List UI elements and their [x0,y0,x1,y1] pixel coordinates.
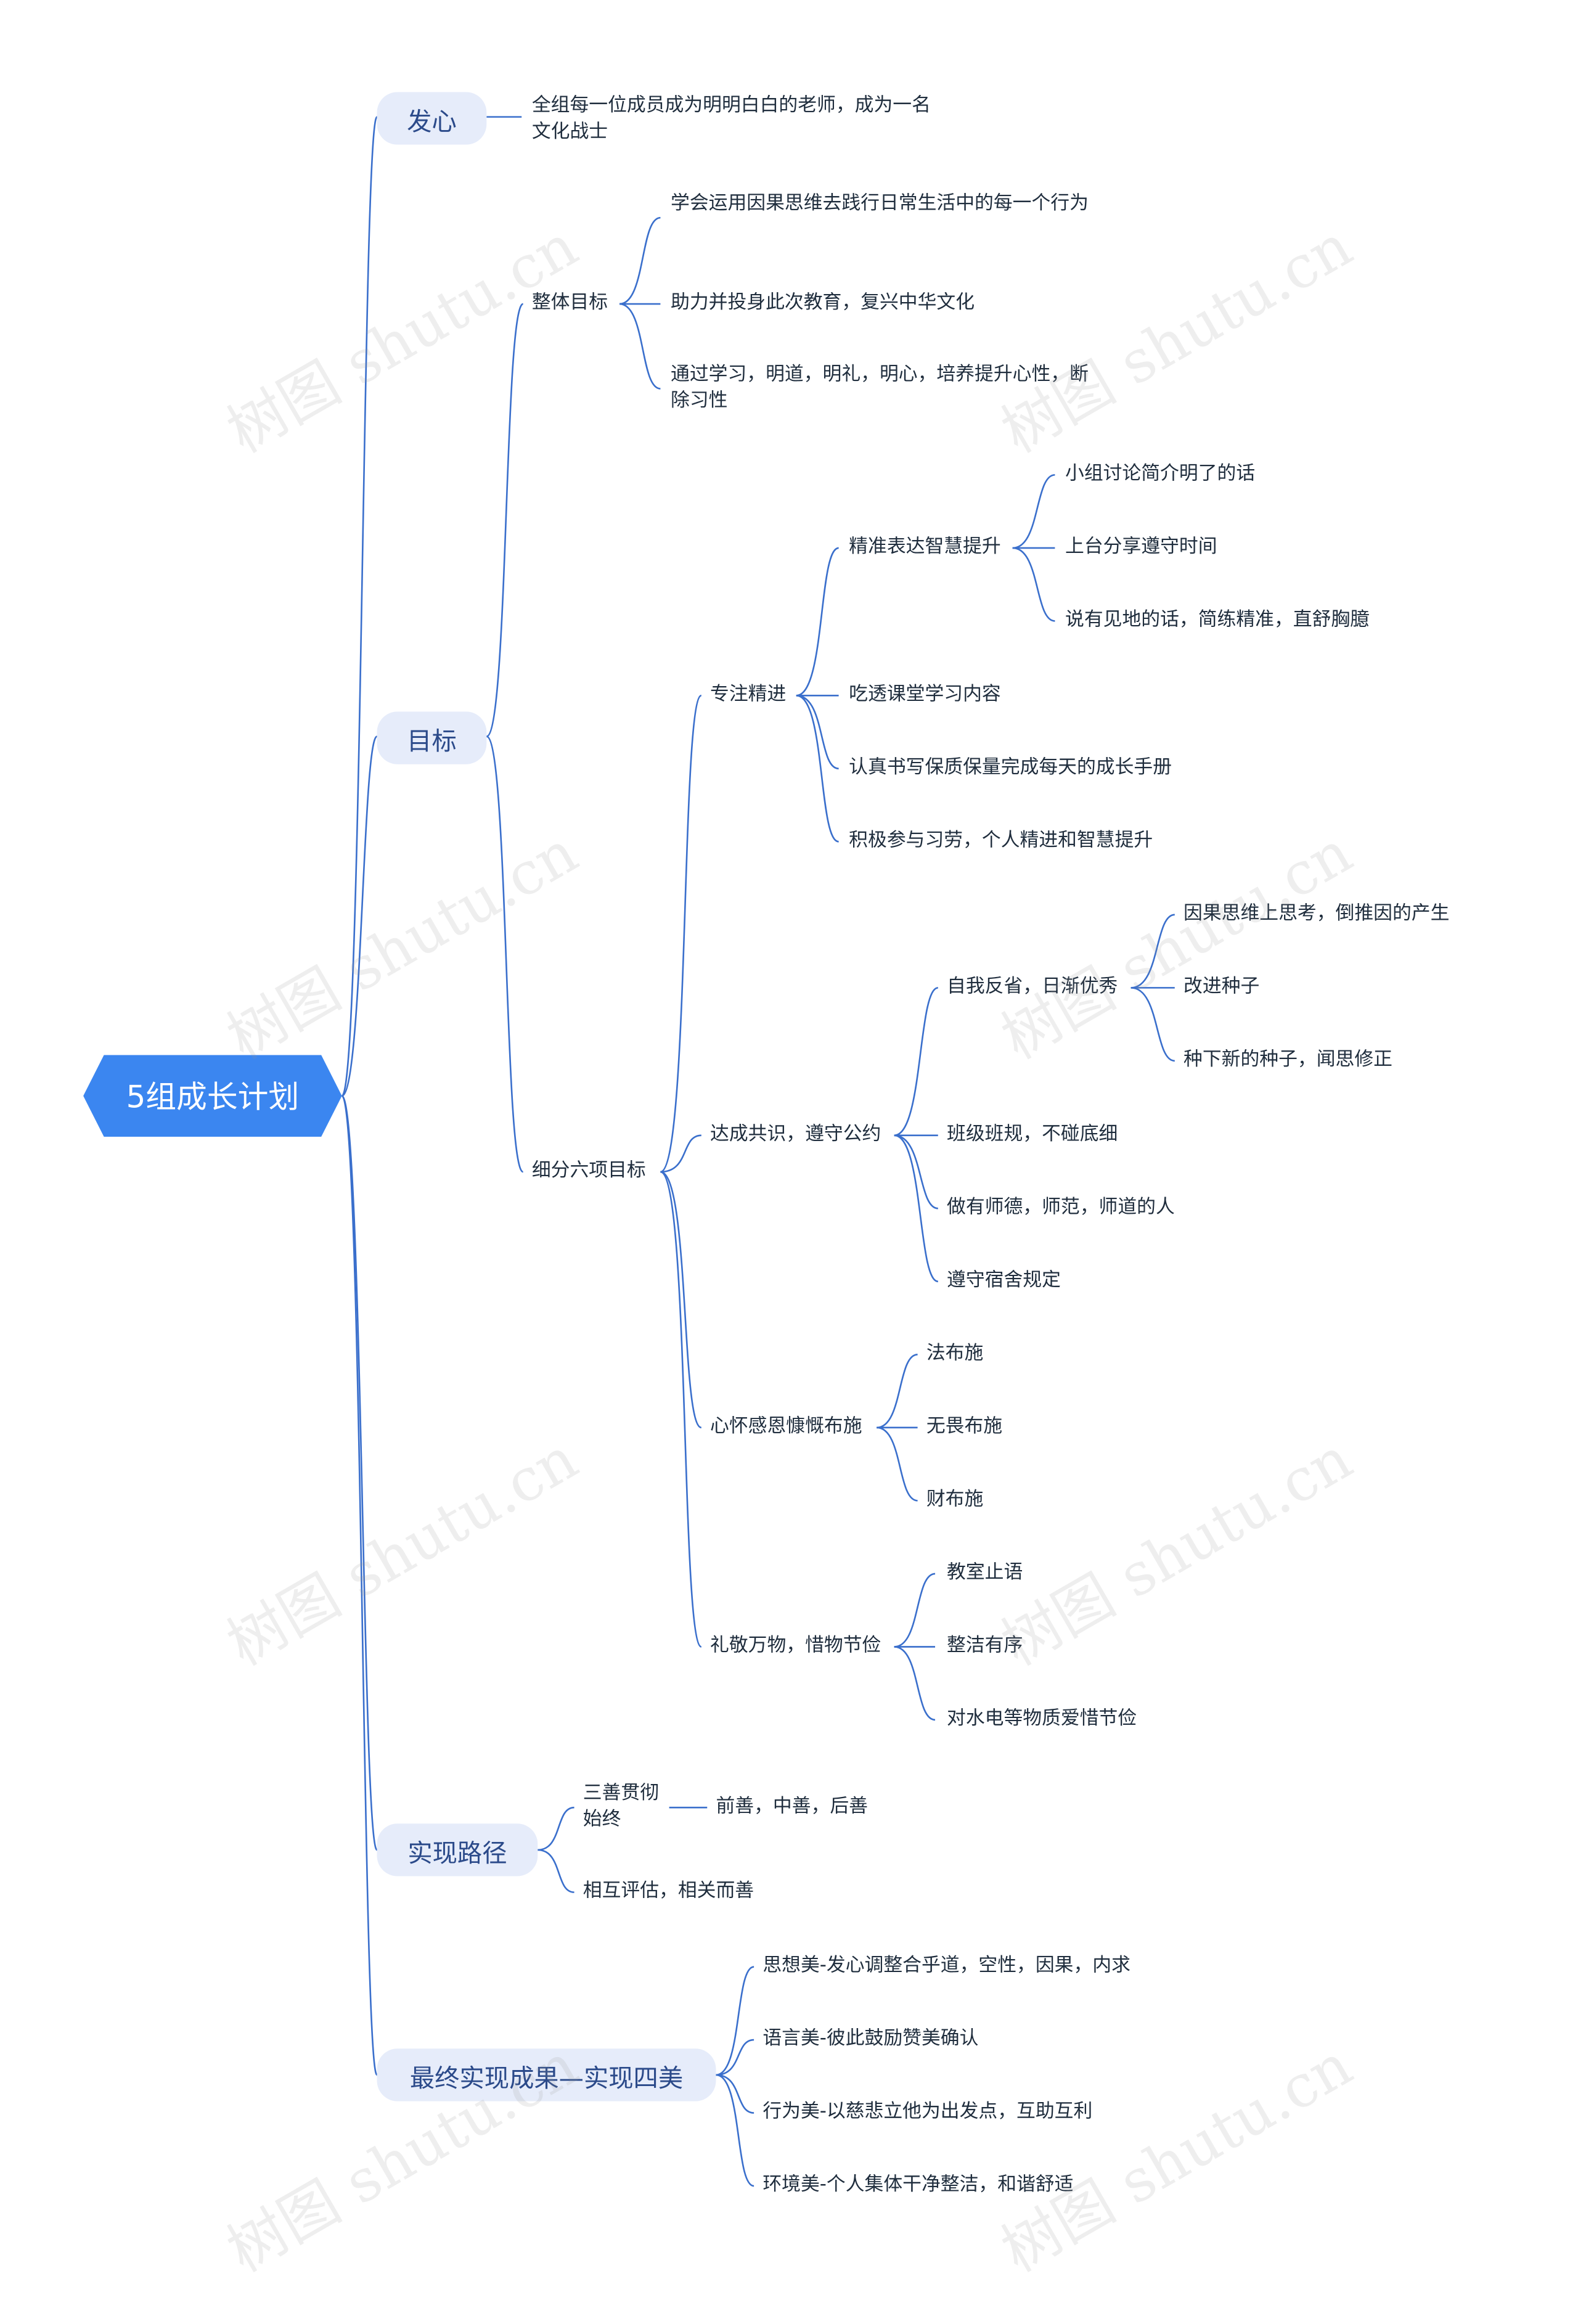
overall-goal-item[interactable]: 学会运用因果思维去践行日常生活中的每一个行为 [670,192,1089,215]
respect-item[interactable]: 对水电等物质爱惜节俭 [946,1708,1137,1730]
root-node[interactable]: 5组成长计划 [83,1055,342,1137]
consensus-item[interactable]: 班级班规，不碰底细 [946,1123,1118,1146]
result-item[interactable]: 语言美-彼此鼓励赞美确认 [762,2028,979,2050]
overall-goal-item[interactable]: 通过学习，明道，明礼，明心，培养提升心性，断除习性 [670,364,1089,412]
respect-item[interactable]: 教室止语 [946,1561,1023,1584]
consensus-item[interactable]: 遵守宿舍规定 [946,1269,1061,1292]
respect-node[interactable]: 礼敬万物，惜物节俭 [709,1635,881,1657]
focus-item[interactable]: 认真书写保质保量完成每天的成长手册 [849,756,1172,779]
expression-item[interactable]: 上台分享遵守时间 [1065,536,1217,558]
gratitude-node[interactable]: 心怀感恩慷慨布施 [709,1415,862,1438]
result-item[interactable]: 行为美-以慈悲立他为出发点，互助互利 [762,2101,1093,2124]
consensus-item[interactable]: 做有师德，师范，师道的人 [946,1197,1175,1219]
three-good-item[interactable]: 前善，中善，后善 [716,1796,869,1818]
consensus-node[interactable]: 达成共识，遵守公约 [709,1123,881,1146]
result-item[interactable]: 环境美-个人集体干净整洁，和谐舒适 [762,2174,1074,2196]
path-item[interactable]: 相互评估，相关而善 [583,1880,754,1903]
gratitude-item[interactable]: 法布施 [926,1343,984,1365]
faxin-item[interactable]: 全组每一位成员成为明明白白的老师，成为一名文化战士 [531,95,931,144]
gratitude-item[interactable]: 财布施 [926,1489,984,1511]
branch-faxin[interactable]: 发心 [377,92,487,145]
respect-item[interactable]: 整洁有序 [946,1635,1023,1657]
six-goals-node[interactable]: 细分六项目标 [531,1160,646,1182]
overall-goal-node[interactable]: 整体目标 [531,292,608,314]
branch-path[interactable]: 实现路径 [377,1823,538,1876]
gratitude-item[interactable]: 无畏布施 [926,1415,1003,1438]
expression-item[interactable]: 小组讨论简介明了的话 [1065,463,1256,485]
focus-node[interactable]: 专注精进 [709,684,787,706]
reflect-item[interactable]: 因果思维上思考，倒推因的产生 [1183,902,1450,925]
result-item[interactable]: 思想美-发心调整合乎道，空性，因果，内求 [762,1955,1130,1978]
reflect-node[interactable]: 自我反省，日渐优秀 [946,976,1118,998]
focus-item[interactable]: 吃透课堂学习内容 [849,684,1001,706]
expression-item[interactable]: 说有见地的话，简练精准，直舒胸臆 [1065,609,1370,631]
overall-goal-item[interactable]: 助力并投身此次教育，复兴中华文化 [670,292,975,314]
focus-item[interactable]: 积极参与习劳，个人精进和智慧提升 [849,830,1153,852]
expression-node[interactable]: 精准表达智慧提升 [849,536,1001,558]
three-good-node[interactable]: 三善贯彻始终 [583,1782,660,1831]
branch-mubiao[interactable]: 目标 [377,711,487,764]
reflect-item[interactable]: 改进种子 [1183,976,1260,998]
reflect-item[interactable]: 种下新的种子，闻思修正 [1183,1049,1392,1071]
branch-result[interactable]: 最终实现成果—实现四美 [377,2048,716,2101]
